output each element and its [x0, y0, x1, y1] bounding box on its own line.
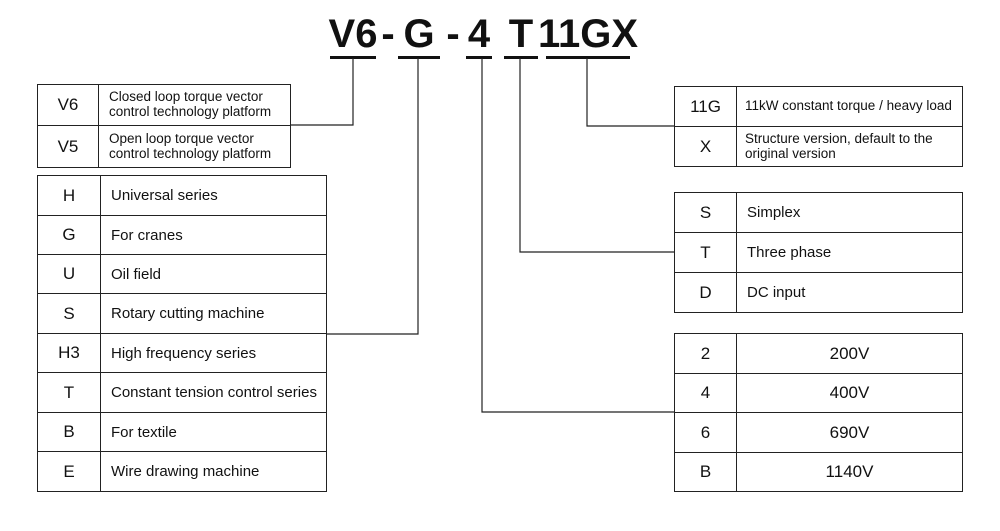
table-row: D DC input — [674, 272, 963, 313]
connector-platform — [290, 58, 354, 126]
code-underline — [330, 56, 376, 59]
table-row: E Wire drawing machine — [37, 451, 327, 492]
power-table: 11G 11kW constant torque / heavy load X … — [674, 86, 963, 167]
code-cell: B — [674, 452, 737, 492]
code-cell: 4 — [674, 373, 737, 413]
desc-cell: DC input — [736, 272, 963, 313]
table-row: X Structure version, default to the orig… — [674, 126, 963, 167]
desc-cell: Simplex — [736, 192, 963, 233]
table-row: H Universal series — [37, 175, 327, 216]
code-underline — [504, 56, 538, 59]
desc-cell: Constant tension control series — [100, 372, 327, 413]
desc-cell: High frequency series — [100, 333, 327, 373]
table-row: S Simplex — [674, 192, 963, 233]
desc-cell: Rotary cutting machine — [100, 293, 327, 334]
code-cell: E — [37, 451, 101, 492]
code-underline — [398, 56, 440, 59]
code-segment-phase: T — [508, 12, 534, 56]
table-row: 4 400V — [674, 373, 963, 413]
table-row: V6 Closed loop torque vector control tec… — [37, 84, 291, 126]
desc-cell: Closed loop torque vector control techno… — [98, 84, 291, 126]
code-cell: D — [674, 272, 737, 313]
table-row: T Constant tension control series — [37, 372, 327, 413]
voltage-table: 2 200V 4 400V 6 690V B 1140V — [674, 333, 963, 492]
desc-cell: Wire drawing machine — [100, 451, 327, 492]
code-cell: G — [37, 215, 101, 255]
code-cell: T — [674, 232, 737, 273]
table-row: 2 200V — [674, 333, 963, 374]
table-row: 6 690V — [674, 412, 963, 453]
table-row: G For cranes — [37, 215, 327, 255]
table-row: T Three phase — [674, 232, 963, 273]
code-segment-platform: V6 — [328, 12, 378, 56]
desc-cell: Oil field — [100, 254, 327, 294]
value-cell: 1140V — [736, 452, 963, 492]
code-cell: 2 — [674, 333, 737, 374]
code-cell: V5 — [37, 125, 99, 168]
value-cell: 200V — [736, 333, 963, 374]
table-row: S Rotary cutting machine — [37, 293, 327, 334]
code-cell: H3 — [37, 333, 101, 373]
desc-cell: Universal series — [100, 175, 327, 216]
table-row: 11G 11kW constant torque / heavy load — [674, 86, 963, 127]
code-cell: 6 — [674, 412, 737, 453]
series-table: H Universal series G For cranes U Oil fi… — [37, 175, 327, 492]
code-cell: V6 — [37, 84, 99, 126]
code-segment-series: G — [403, 12, 435, 56]
connector-phase — [519, 58, 674, 253]
table-row: V5 Open loop torque vector control techn… — [37, 125, 291, 168]
code-cell: B — [37, 412, 101, 452]
code-cell: U — [37, 254, 101, 294]
table-row: B For textile — [37, 412, 327, 452]
code-cell: X — [674, 126, 737, 167]
code-segment-power: 11GX — [538, 12, 639, 56]
code-underline — [546, 56, 630, 59]
code-cell: S — [37, 293, 101, 334]
table-row: U Oil field — [37, 254, 327, 294]
desc-cell: 11kW constant torque / heavy load — [736, 86, 963, 127]
value-cell: 400V — [736, 373, 963, 413]
desc-cell: For cranes — [100, 215, 327, 255]
desc-cell: Three phase — [736, 232, 963, 273]
code-segment-voltage: 4 — [467, 12, 491, 56]
code-cell: 11G — [674, 86, 737, 127]
code-cell: T — [37, 372, 101, 413]
connector-power — [586, 58, 674, 127]
desc-cell: Structure version, default to the origin… — [736, 126, 963, 167]
code-cell: H — [37, 175, 101, 216]
code-cell: S — [674, 192, 737, 233]
code-dash: - — [446, 12, 460, 56]
table-row: H3 High frequency series — [37, 333, 327, 373]
code-dash: - — [381, 12, 395, 56]
desc-cell: For textile — [100, 412, 327, 452]
connector-voltage — [481, 58, 674, 413]
connector-series — [326, 58, 419, 335]
desc-cell: Open loop torque vector control technolo… — [98, 125, 291, 168]
phase-table: S Simplex T Three phase D DC input — [674, 192, 963, 313]
table-row: B 1140V — [674, 452, 963, 492]
code-underline — [466, 56, 492, 59]
platform-table: V6 Closed loop torque vector control tec… — [37, 84, 291, 168]
value-cell: 690V — [736, 412, 963, 453]
